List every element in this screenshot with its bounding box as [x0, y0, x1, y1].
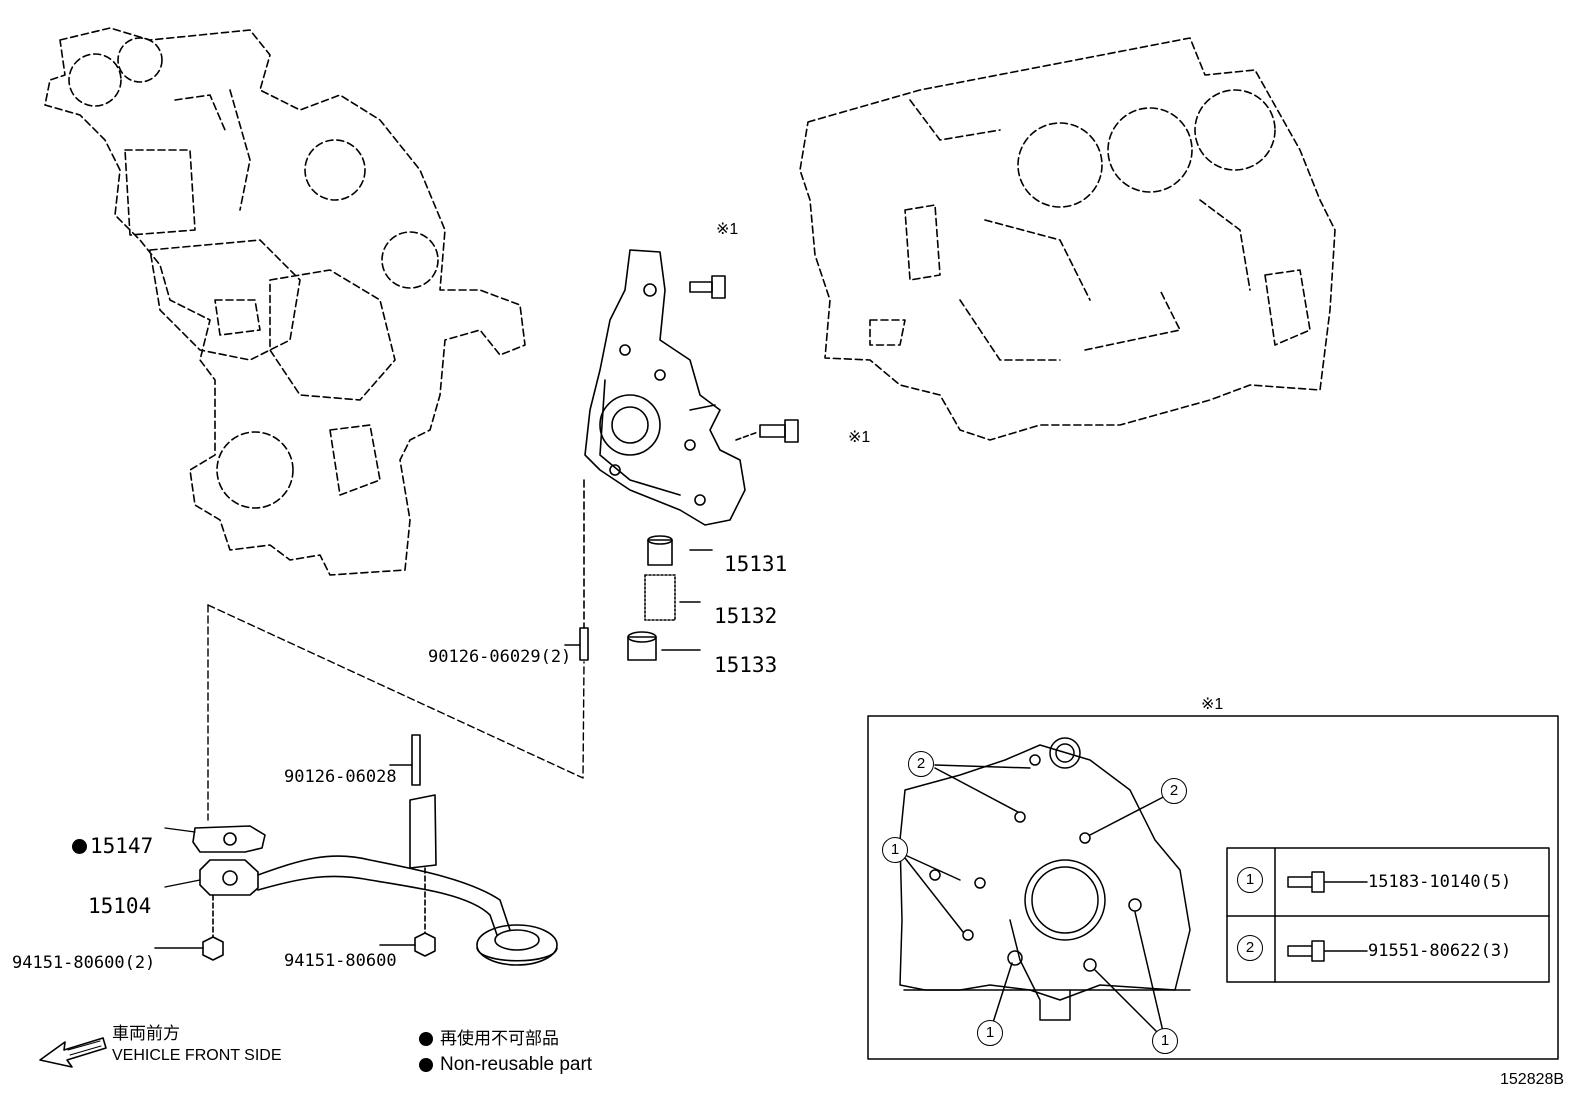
- legend-direction-en: VEHICLE FRONT SIDE: [112, 1047, 282, 1064]
- timing-cover-outline: [44, 27, 526, 576]
- nonreusable-bullet-icon-2: [419, 1058, 433, 1072]
- label-15133: 15133: [714, 653, 778, 677]
- label-15132: 15132: [714, 604, 778, 628]
- oil-strainer: [199, 794, 558, 966]
- nuts-and-studs: [154, 734, 436, 961]
- label-stud-90126-06028: 90126-06028: [284, 767, 397, 787]
- cylinder-block-outline: [799, 37, 1336, 441]
- legend-nonreusable-en: Non-reusable part: [440, 1054, 593, 1075]
- legend-direction-jp: 車両前方: [112, 1024, 180, 1043]
- nonreusable-bullet-icon: [419, 1032, 433, 1046]
- ref-mark-right: ※1: [848, 429, 871, 446]
- nonreusable-dot-icon: [72, 839, 87, 854]
- oil-pump-assembly: [584, 249, 746, 526]
- marker-1-left: 1: [882, 837, 908, 863]
- table-row-1-part: 15183-10140(5): [1368, 872, 1512, 892]
- illustration-id: 152828B: [1500, 1071, 1565, 1088]
- relief-valve-parts: [627, 535, 713, 661]
- assembly-leader-lines: [207, 604, 585, 821]
- gasket-15147: [192, 825, 266, 853]
- marker-1-bottom-right: 1: [1152, 1028, 1178, 1054]
- table-row-1-marker: 1: [1237, 867, 1263, 893]
- pump-bolts: [689, 275, 799, 443]
- marker-2-top-right: 2: [1161, 778, 1187, 804]
- label-15104: 15104: [88, 894, 152, 918]
- label-15147: 15147: [72, 836, 153, 857]
- label-nut-94151-80600-2: 94151-80600(2): [12, 953, 156, 973]
- detail-box: [867, 715, 1559, 1060]
- marker-1-bottom-left: 1: [977, 1020, 1003, 1046]
- stud-upper: [564, 479, 589, 661]
- legend-nonreusable-jp: 再使用不可部品: [440, 1029, 559, 1048]
- table-row-2-marker: 2: [1237, 935, 1263, 961]
- label-15131: 15131: [724, 552, 788, 576]
- ref-mark-top: ※1: [716, 221, 739, 238]
- label-leaders: [164, 827, 201, 888]
- vehicle-front-arrow-icon: [39, 1037, 107, 1068]
- ref-mark-detail: ※1: [1201, 696, 1224, 713]
- label-nut-94151-80600: 94151-80600: [284, 951, 397, 971]
- marker-2-top-left: 2: [908, 751, 934, 777]
- table-row-2-part: 91551-80622(3): [1368, 941, 1512, 961]
- label-stud-90126-06029: 90126-06029(2): [428, 647, 572, 667]
